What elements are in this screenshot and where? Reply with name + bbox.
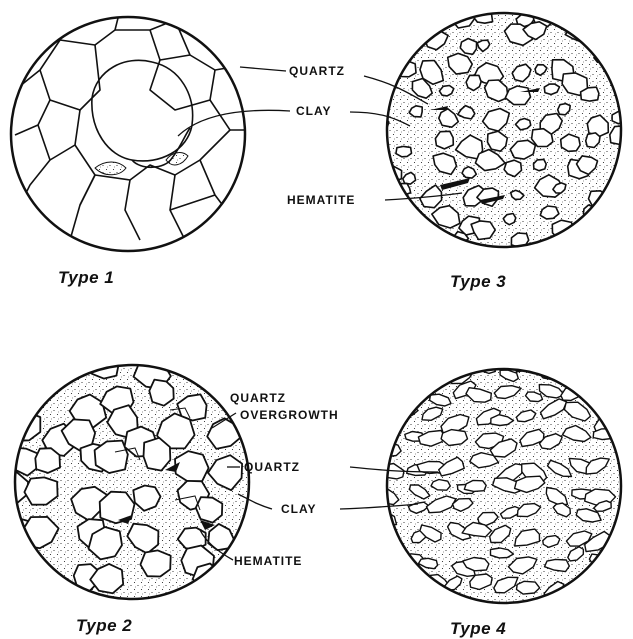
quartz-grain xyxy=(7,448,38,476)
type1-clay-patch xyxy=(95,162,126,175)
label-hematite-top: HEMATITE xyxy=(287,193,355,207)
label-quartz-bottom: QUARTZ xyxy=(244,460,300,474)
panel-type3 xyxy=(375,5,632,255)
panel-type1 xyxy=(11,5,245,251)
label-hematite-bottom: HEMATITE xyxy=(234,554,302,568)
type1-quartz-grain-large xyxy=(92,60,193,161)
quartz-grain xyxy=(435,131,453,149)
quartz-grain xyxy=(561,134,580,151)
quartz-grain xyxy=(24,477,57,504)
type1-quartz-grain-network xyxy=(15,5,245,240)
quartz-grain xyxy=(92,351,119,378)
panel-type2 xyxy=(0,351,260,610)
caption-type4: Type 4 xyxy=(450,619,506,638)
caption-type1: Type 1 xyxy=(58,268,114,287)
leader-clay-top-left xyxy=(178,110,290,136)
label-quartz-top: QUARTZ xyxy=(289,64,345,78)
leader-quartz-top-left xyxy=(240,67,286,71)
panel-type4 xyxy=(369,360,630,612)
label-clay-bottom: CLAY xyxy=(281,502,317,516)
caption-type3: Type 3 xyxy=(450,272,506,291)
quartz-grain xyxy=(175,451,209,481)
quartz-grain xyxy=(144,438,171,471)
quartz-grain xyxy=(140,550,170,576)
label-quartz-overgrowth-line1: QUARTZ xyxy=(230,391,286,405)
quartz-grain xyxy=(534,159,547,170)
quartz-grain xyxy=(396,146,412,156)
label-quartz-overgrowth-line2: OVERGROWTH xyxy=(240,408,339,422)
label-clay-top: CLAY xyxy=(296,104,332,118)
quartz-grain xyxy=(375,129,387,139)
quartz-grain xyxy=(35,448,60,473)
quartz-grain xyxy=(593,429,616,440)
caption-type2: Type 2 xyxy=(76,616,132,635)
